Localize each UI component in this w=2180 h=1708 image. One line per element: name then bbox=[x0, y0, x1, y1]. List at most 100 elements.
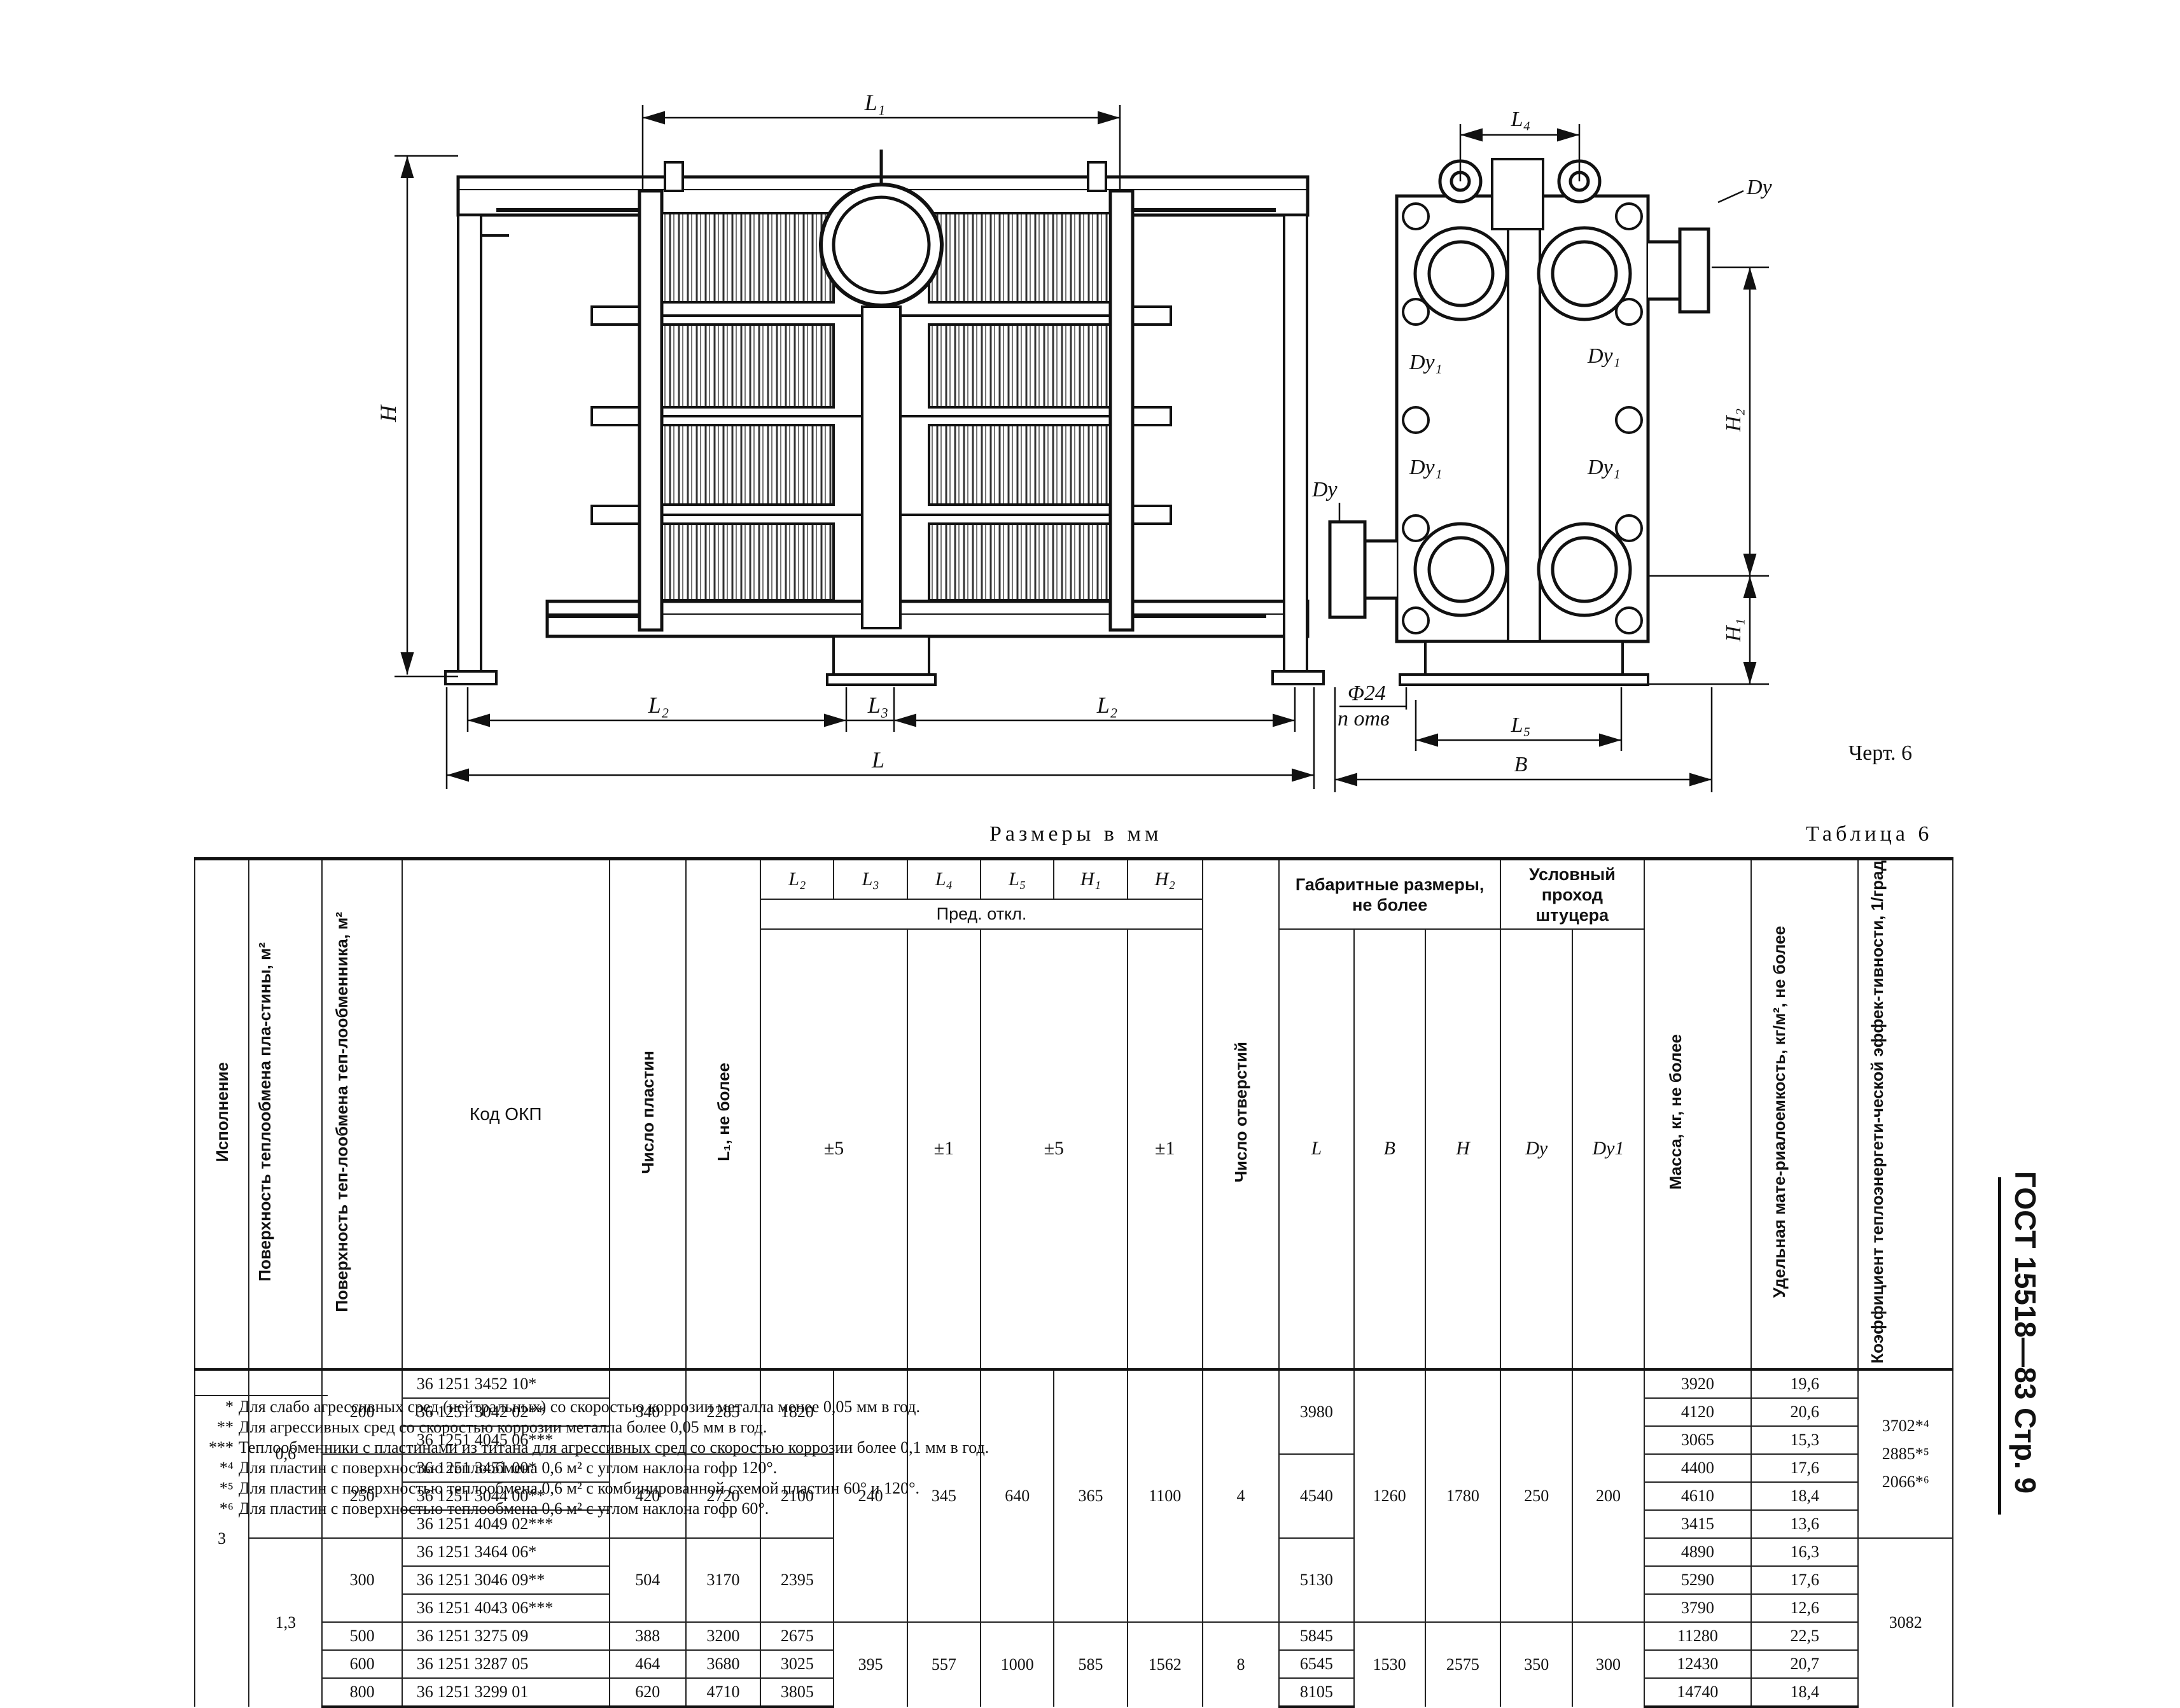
cell-mass-3: 4400 bbox=[1643, 1453, 1752, 1482]
cell-code-4: 36 1251 3044 00** bbox=[401, 1481, 610, 1510]
cell-code-5: 36 1251 4049 02*** bbox=[401, 1509, 610, 1538]
cell-mass-8: 3790 bbox=[1643, 1593, 1752, 1622]
cell-code-7: 36 1251 3046 09** bbox=[401, 1565, 610, 1594]
header-holes: Число отверстий bbox=[1231, 1041, 1251, 1182]
cell-H-mid: 1780 bbox=[1424, 1369, 1502, 1622]
footnote-mark: *** bbox=[209, 1438, 234, 1457]
cell-specific-5: 13,6 bbox=[1750, 1509, 1859, 1538]
footnotes: * Для слабо агрессивных сред (нейтральных… bbox=[194, 1397, 1848, 1519]
cell-L-2: 5130 bbox=[1278, 1537, 1355, 1622]
header-L5: L₅ bbox=[980, 857, 1055, 899]
cell-code-1: 36 1251 3042 02** bbox=[401, 1397, 610, 1426]
dim-L1: L₁ bbox=[864, 90, 886, 115]
header-Dy: Dу bbox=[1500, 928, 1574, 1371]
front-view-labels: L₁ H L₂ L₃ L₂ L bbox=[375, 90, 1117, 773]
cell-L2-0: 1820 bbox=[760, 1369, 835, 1454]
cell-L2-600: 3025 bbox=[760, 1649, 835, 1678]
label-Dy1-c: Dу₁ bbox=[1409, 456, 1442, 479]
footnote-text: Для пластин с поверхностью теплообмена 0… bbox=[239, 1499, 769, 1518]
cell-L2-500: 2675 bbox=[760, 1621, 835, 1650]
header-L1: L₁, не более bbox=[713, 1062, 733, 1161]
cell-B-big: 1530 bbox=[1353, 1621, 1426, 1707]
cell-n-1: 420 bbox=[608, 1453, 687, 1538]
cell-B-mid: 1260 bbox=[1353, 1369, 1426, 1622]
cell-n-500: 388 bbox=[608, 1621, 687, 1650]
cell-L2-800: 3805 bbox=[760, 1677, 835, 1708]
cell-L1-0: 2285 bbox=[685, 1369, 762, 1454]
cell-specific-1: 20,6 bbox=[1750, 1397, 1859, 1426]
cell-hx-1: 250 bbox=[321, 1453, 403, 1538]
dim-B: B bbox=[1514, 753, 1528, 776]
footnote-mark: ** bbox=[217, 1418, 234, 1436]
cell-coef-large: 3082 bbox=[1857, 1537, 1953, 1707]
cell-L-800: 8105 bbox=[1278, 1677, 1355, 1708]
cell-H1-mid: 365 bbox=[1053, 1369, 1128, 1622]
footnote: ***Теплообменники с пластинами из титана… bbox=[194, 1438, 1848, 1458]
front-view-dimensions bbox=[395, 105, 1315, 789]
cell-L1-600: 3680 bbox=[685, 1649, 762, 1678]
cell-L1-500: 3200 bbox=[685, 1621, 762, 1650]
dim-H2: H₂ bbox=[1722, 409, 1745, 432]
cell-hx-2: 300 bbox=[321, 1537, 403, 1622]
footnote: * Для слабо агрессивных сред (нейтральных… bbox=[194, 1397, 1848, 1417]
cell-mass-5: 3415 bbox=[1643, 1509, 1752, 1538]
cell-specific-8: 12,6 bbox=[1750, 1593, 1859, 1622]
cell-L-1: 4540 bbox=[1278, 1453, 1355, 1538]
cell-code-6: 36 1251 3464 06* bbox=[401, 1537, 610, 1566]
header-tol-b: ±1 bbox=[906, 928, 982, 1371]
cell-mass-2: 3065 bbox=[1643, 1425, 1752, 1454]
cell-Dy-mid: 250 bbox=[1500, 1369, 1574, 1622]
footnote-text: Для пластин с поверхностью теплообмена 0… bbox=[239, 1479, 919, 1497]
cell-specific-6: 16,3 bbox=[1750, 1537, 1859, 1566]
cell-mass-0: 3920 bbox=[1643, 1368, 1752, 1398]
cell-L1-2: 3170 bbox=[685, 1537, 762, 1622]
header-tol-c: ±5 bbox=[980, 928, 1128, 1371]
cell-L3-mid: 240 bbox=[833, 1369, 908, 1622]
spec-table: Исполнение Поверхность теплообмена пла-с… bbox=[193, 857, 1953, 1708]
footnote-mark: * bbox=[225, 1397, 234, 1416]
units-caption: Размеры в мм bbox=[989, 822, 1163, 846]
cell-specific-4: 18,4 bbox=[1750, 1481, 1859, 1510]
label-Dy1-a: Dу₁ bbox=[1409, 351, 1442, 374]
label-hole-diameter: Φ24 bbox=[1348, 682, 1386, 705]
header-tolerance: Пред. откл. bbox=[760, 899, 1203, 929]
front-view bbox=[444, 150, 1325, 686]
cell-n-800: 620 bbox=[608, 1677, 687, 1708]
dim-L5: L₅ bbox=[1511, 713, 1531, 737]
cell-L-500: 5845 bbox=[1278, 1621, 1355, 1650]
cell-L5-big: 1000 bbox=[980, 1621, 1055, 1707]
header-hx-surface: Поверхность теп-лообмена теп-лообменника… bbox=[332, 911, 351, 1312]
cell-H2-big: 1562 bbox=[1126, 1621, 1203, 1707]
cell-mass-1: 4120 bbox=[1643, 1397, 1752, 1426]
cell-Dy1-big: 300 bbox=[1572, 1621, 1645, 1707]
cell-holes-mid: 4 bbox=[1201, 1369, 1280, 1622]
cell-mass-600: 12430 bbox=[1643, 1649, 1752, 1678]
cell-L1-800: 4710 bbox=[685, 1677, 762, 1708]
header-Dy1: Dу1 bbox=[1572, 928, 1645, 1371]
cell-specific-3: 17,6 bbox=[1750, 1453, 1859, 1482]
coef-120: 3702*⁴ bbox=[1882, 1416, 1929, 1435]
cell-L-0: 3980 bbox=[1278, 1369, 1355, 1454]
footnote-text: Для слабо агрессивных сред (нейтральных)… bbox=[239, 1397, 921, 1416]
cell-coef-small: 3702*⁴ 2885*⁵ 2066*⁶ bbox=[1857, 1369, 1953, 1538]
cell-plate-surface-1: 1,3 bbox=[248, 1537, 323, 1707]
footnote: *⁵ Для пластин с поверхностью теплообмена… bbox=[194, 1478, 1848, 1499]
cell-mass-4: 4610 bbox=[1643, 1481, 1752, 1510]
footnote-text: Для агрессивных сред со скоростью корроз… bbox=[239, 1418, 767, 1436]
cell-specific-0: 19,6 bbox=[1750, 1369, 1859, 1398]
cell-L5-mid: 640 bbox=[980, 1369, 1055, 1622]
header-specific-mass: Удельная мате-риалоемкость, кг/м², не бо… bbox=[1770, 926, 1789, 1298]
footnote-mark: *⁵ bbox=[219, 1479, 234, 1497]
cell-code-800: 36 1251 3299 01 bbox=[401, 1677, 610, 1708]
table-caption: Таблица 6 bbox=[1806, 822, 1933, 846]
header-B: B bbox=[1353, 928, 1426, 1371]
technical-drawing: L₁ H L₂ L₃ L₂ L bbox=[375, 90, 1773, 792]
dim-H1: H₁ bbox=[1722, 619, 1745, 642]
header-overall: Габаритные размеры, не более bbox=[1278, 857, 1502, 929]
cell-Dy1-mid: 200 bbox=[1572, 1369, 1645, 1622]
dim-H: H bbox=[375, 404, 401, 423]
cell-specific-2: 15,3 bbox=[1750, 1425, 1859, 1454]
side-view bbox=[1328, 158, 1710, 686]
footnote-rule bbox=[194, 1395, 328, 1396]
